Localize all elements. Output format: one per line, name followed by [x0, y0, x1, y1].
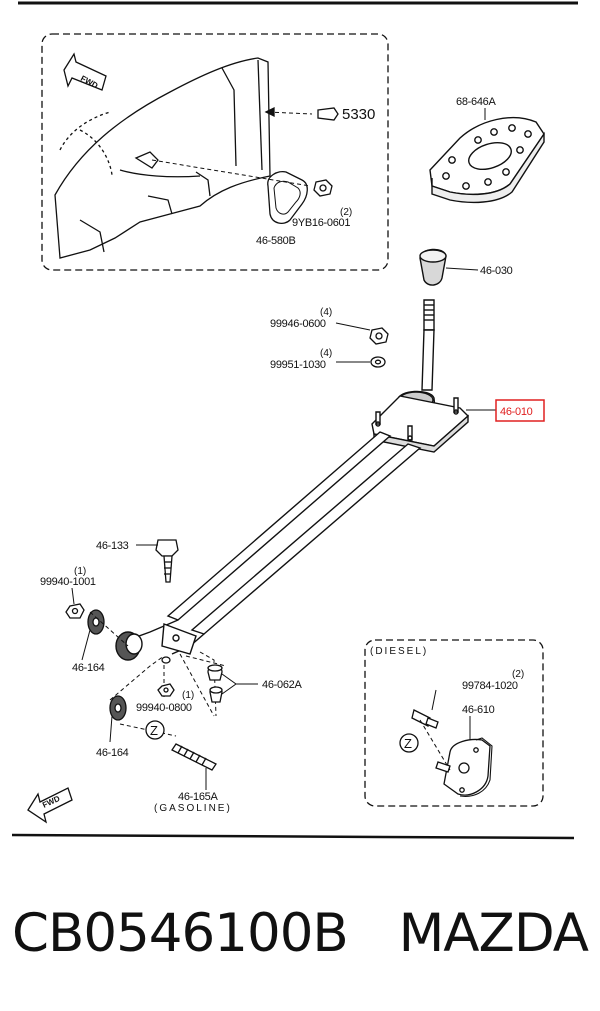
washer-99951-1030 [336, 356, 386, 368]
label-46-062a: 46-062A [262, 679, 302, 691]
washer-46-164-lower [109, 695, 127, 743]
shift-knob-46-030 [419, 248, 479, 286]
nut-99940-1001 [65, 587, 85, 619]
label-99951-qty: (4) [320, 348, 332, 359]
bolt-46-133 [136, 539, 179, 583]
bushing-46-062a [207, 664, 258, 703]
label-46-010: 46-010 [500, 406, 533, 418]
highlight-box-46-010 [495, 399, 545, 422]
part-number: CB0546100B [12, 902, 349, 964]
nut-99946-0600 [335, 322, 389, 345]
label-99940-0800: 99940-0800 [136, 702, 192, 714]
z-label-right: Z [404, 736, 412, 751]
bottom-rule [11, 833, 575, 840]
label-46-165a: 46-165A [178, 791, 218, 803]
label-9yb16-0601: 9YB16-0601 [292, 217, 350, 229]
shift-lever-assembly-46-010 [115, 299, 496, 661]
label-5330: 5330 [342, 106, 375, 123]
part-caption: CB0546100B MAZDA [0, 888, 600, 978]
label-99940-1001: 99940-1001 [40, 576, 96, 588]
label-46-610: 46-610 [462, 704, 495, 716]
label-99784-1020: 99784-1020 [462, 680, 518, 692]
cover-plate-68-646a [429, 108, 545, 204]
label-99940-1001-qty: (1) [74, 566, 86, 577]
fwd-arrow-top: FWD [63, 52, 107, 91]
shift-lever-parts-diagram: FWD [11, 1, 578, 840]
label-diesel: (DIESEL) [370, 646, 428, 657]
z-marker-right: Z [399, 733, 419, 753]
label-9yb16-qty: (2) [340, 207, 352, 218]
label-gasoline: (GASOLINE) [154, 803, 232, 814]
label-99951-1030: 99951-1030 [270, 359, 326, 371]
label-46-164-upper: 46-164 [72, 662, 105, 674]
label-68-646a: 68-646A [456, 96, 496, 108]
label-99946-qty: (4) [320, 307, 332, 318]
brand-name: MAZDA [398, 902, 589, 964]
diesel-inset [364, 639, 544, 807]
label-99784-qty: (2) [512, 669, 524, 680]
stud-bolt-46-165a [171, 743, 217, 790]
label-99946-0600: 99946-0600 [270, 318, 326, 330]
washer-46-164-upper [81, 609, 105, 661]
label-99940-0800-qty: (1) [182, 690, 194, 701]
z-marker-left: Z [145, 720, 165, 740]
floor-detail-inset [41, 33, 389, 271]
z-label-left: Z [150, 723, 158, 738]
label-46-164-lower: 46-164 [96, 747, 129, 759]
label-46-133: 46-133 [96, 540, 129, 552]
fwd-arrow-bottom: FWD [27, 787, 73, 824]
label-46-030: 46-030 [480, 265, 513, 277]
nut-99940-0800 [157, 656, 175, 697]
label-46-580b: 46-580B [256, 235, 296, 247]
